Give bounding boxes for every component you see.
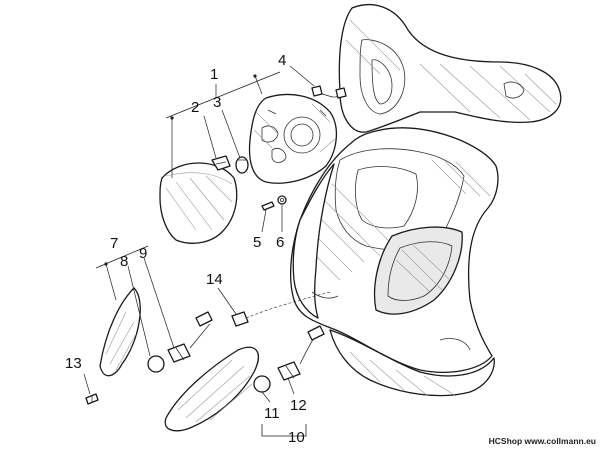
callout-10: 10 xyxy=(288,429,305,446)
callout-4: 4 xyxy=(278,52,286,69)
callout-leaders xyxy=(83,65,315,437)
shop-credit: HCShop www.collmann.eu xyxy=(489,436,596,446)
callout-13: 13 xyxy=(65,355,82,372)
callout-1: 1 xyxy=(210,66,218,83)
callout-5: 5 xyxy=(253,234,261,251)
callout-6: 6 xyxy=(276,234,284,251)
callout-9: 9 xyxy=(139,245,147,262)
front-shield-assembly xyxy=(289,4,562,397)
callout-12: 12 xyxy=(290,397,307,414)
callout-7: 7 xyxy=(110,235,118,252)
headlight-small-parts xyxy=(211,85,347,211)
callout-3: 3 xyxy=(213,94,221,111)
headlight-lens xyxy=(159,162,238,244)
callout-2: 2 xyxy=(191,99,199,116)
callout-14: 14 xyxy=(206,271,223,288)
left-indicator-group xyxy=(85,287,213,405)
headlight-housing xyxy=(248,93,337,184)
callout-labels: 1 2 3 4 5 6 7 8 9 10 11 12 13 14 xyxy=(65,52,307,446)
callout-8: 8 xyxy=(120,253,128,270)
callout-11: 11 xyxy=(264,405,280,422)
